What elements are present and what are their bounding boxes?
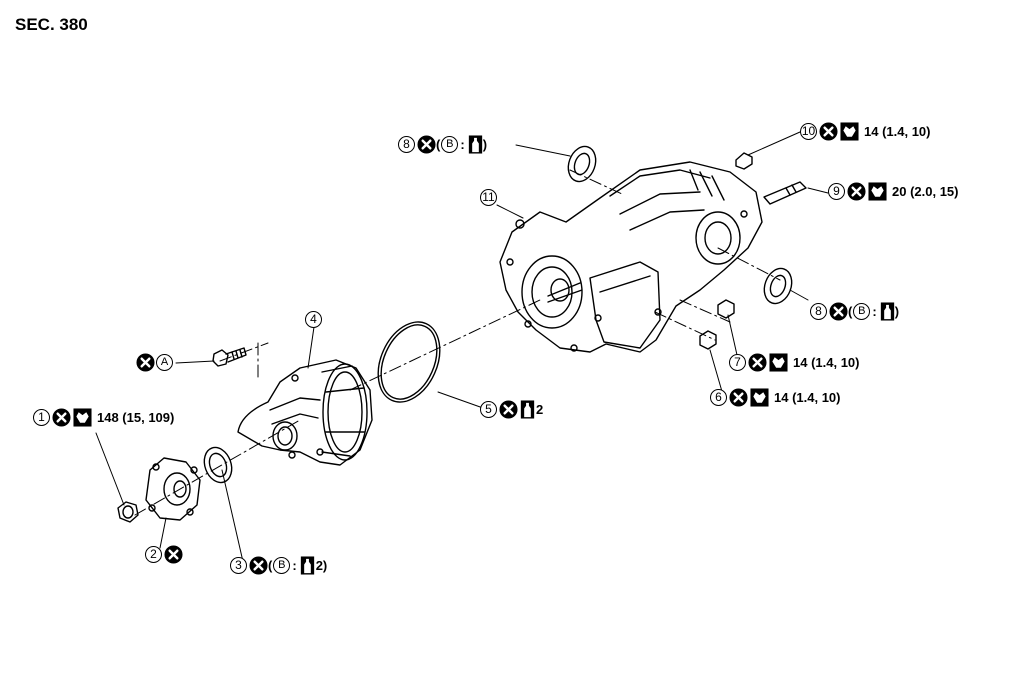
callout-number: 7 <box>729 354 746 371</box>
sealant-tube-icon <box>880 302 895 321</box>
do-not-reuse-icon <box>847 182 866 201</box>
callout-11: 11 <box>480 188 497 207</box>
callout-7: 7 14 (1.4, 10) <box>729 353 860 372</box>
letter-label: B <box>441 136 459 153</box>
callout-number: 9 <box>828 183 845 200</box>
torque-wrench-icon <box>750 388 769 407</box>
do-not-reuse-icon <box>417 135 436 154</box>
letter-label: A <box>156 354 173 371</box>
side-oil-seal-lower-part <box>763 267 793 305</box>
pinion-nut-part <box>117 501 139 523</box>
torque-spec: 20 (2.0, 15) <box>892 184 959 199</box>
close-paren: ) <box>482 137 488 152</box>
callout-number: 1 <box>33 409 50 426</box>
callout-number: 10 <box>800 123 817 140</box>
callout-3: 3 ( B : 2 ) <box>230 556 327 575</box>
torque-wrench-icon <box>840 122 859 141</box>
sealant-tube-icon <box>468 135 483 154</box>
do-not-reuse-icon <box>52 408 71 427</box>
callout-a: A <box>136 353 174 372</box>
torque-wrench-icon <box>868 182 887 201</box>
colon: : <box>872 304 877 319</box>
side-oil-seal-upper-part <box>567 145 597 183</box>
callout-4: 4 <box>305 310 322 329</box>
plug-7-part <box>717 299 735 319</box>
seal-ring-part <box>203 446 233 484</box>
do-not-reuse-icon <box>249 556 268 575</box>
o-ring-part <box>377 321 441 403</box>
extension-housing-part <box>237 359 373 466</box>
torque-spec: 148 (15, 109) <box>97 410 175 425</box>
leader-lines <box>95 131 829 567</box>
open-paren: ( <box>848 304 853 319</box>
open-paren: ( <box>436 137 441 152</box>
companion-flange-part <box>145 457 201 521</box>
callout-number: 8 <box>398 136 415 153</box>
final-drive-housing-part <box>499 161 763 353</box>
torque-spec: 14 (1.4, 10) <box>864 124 931 139</box>
section-title: SEC. 380 <box>15 15 88 34</box>
do-not-reuse-icon <box>819 122 838 141</box>
close-paren: ) <box>894 304 900 319</box>
letter-label: B <box>853 303 871 320</box>
do-not-reuse-icon <box>729 388 748 407</box>
do-not-reuse-icon <box>136 353 155 372</box>
callout-6: 6 14 (1.4, 10) <box>710 388 841 407</box>
sealant-suffix: 2 <box>536 402 544 417</box>
stud-9-part <box>763 181 807 205</box>
callout-number: 8 <box>810 303 827 320</box>
callout-number: 6 <box>710 389 727 406</box>
callout-8-lower: 8 ( B : ) <box>810 302 899 321</box>
callout-1: 1 148 (15, 109) <box>33 408 174 427</box>
colon: : <box>460 137 465 152</box>
callout-10: 10 14 (1.4, 10) <box>800 122 931 141</box>
sealant-tube-icon <box>520 400 535 419</box>
callout-number: 11 <box>480 189 497 206</box>
torque-spec: 14 (1.4, 10) <box>793 355 860 370</box>
callout-2: 2 <box>145 545 183 564</box>
close-paren: ) <box>322 558 328 573</box>
do-not-reuse-icon <box>829 302 848 321</box>
callout-9: 9 20 (2.0, 15) <box>828 182 959 201</box>
bolt-a-part <box>212 347 247 367</box>
open-paren: ( <box>268 558 273 573</box>
do-not-reuse-icon <box>499 400 518 419</box>
torque-spec: 14 (1.4, 10) <box>774 390 841 405</box>
do-not-reuse-icon <box>748 353 767 372</box>
plug-6-part <box>699 330 717 350</box>
callout-number: 2 <box>145 546 162 563</box>
colon: : <box>292 558 297 573</box>
callout-number: 3 <box>230 557 247 574</box>
torque-wrench-icon <box>73 408 92 427</box>
callout-number: 4 <box>305 311 322 328</box>
letter-label: B <box>273 557 291 574</box>
callout-5: 5 2 <box>480 400 543 419</box>
callout-number: 5 <box>480 401 497 418</box>
sealant-tube-icon <box>300 556 315 575</box>
sealant-suffix: 2 <box>315 558 323 573</box>
do-not-reuse-icon <box>164 545 183 564</box>
callout-8-upper: 8 ( B : ) <box>398 135 487 154</box>
plug-10-part <box>735 152 753 170</box>
torque-wrench-icon <box>769 353 788 372</box>
